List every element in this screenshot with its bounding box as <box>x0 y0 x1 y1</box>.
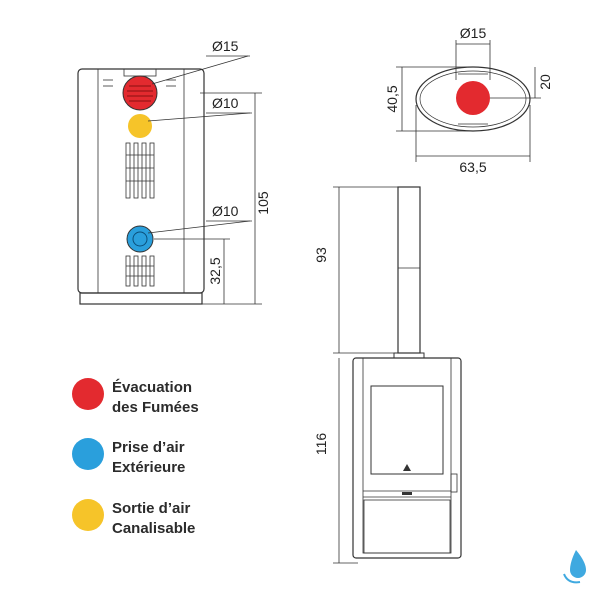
legend-smoke-line2: des Fumées <box>112 399 199 416</box>
top-width: 63,5 <box>459 159 486 175</box>
side-view <box>333 186 462 564</box>
front-total-height: 105 <box>255 191 271 215</box>
front-intake-height: 32,5 <box>207 257 223 284</box>
stove-door-glass <box>370 385 444 475</box>
legend-smoke-line1: Évacuation <box>112 379 193 396</box>
legend-outlet-line2: Canalisable <box>112 520 196 537</box>
side-stove-height: 116 <box>313 433 329 456</box>
top-flue-circle <box>456 81 490 115</box>
stove-body <box>352 357 462 559</box>
legend-intake-line1: Prise d’air <box>112 439 185 456</box>
legend-intake-line2: Extérieure <box>112 459 186 476</box>
flame-icon <box>403 464 411 471</box>
front-intake-diameter: Ø10 <box>212 203 239 219</box>
red-dot-icon <box>72 378 104 410</box>
blue-dot-icon <box>72 438 104 470</box>
flue-pipe <box>397 186 421 354</box>
rear-intake-circle <box>126 225 154 253</box>
rear-base <box>79 292 203 305</box>
front-flue-diameter: Ø15 <box>212 38 239 54</box>
top-flue-diameter: Ø15 <box>460 25 487 41</box>
legend-outlet-line1: Sortie d’air <box>112 500 191 517</box>
yellow-dot-icon <box>72 499 104 531</box>
side-pipe-height: 93 <box>313 247 329 263</box>
rear-view <box>77 68 205 305</box>
front-outlet-diameter: Ø10 <box>212 95 239 111</box>
top-depth: 40,5 <box>384 85 400 112</box>
rear-outlet-circle <box>128 114 152 138</box>
water-drop-logo-icon <box>563 550 586 584</box>
rear-flue-circle <box>122 75 158 111</box>
top-flue-offset: 20 <box>537 74 553 90</box>
